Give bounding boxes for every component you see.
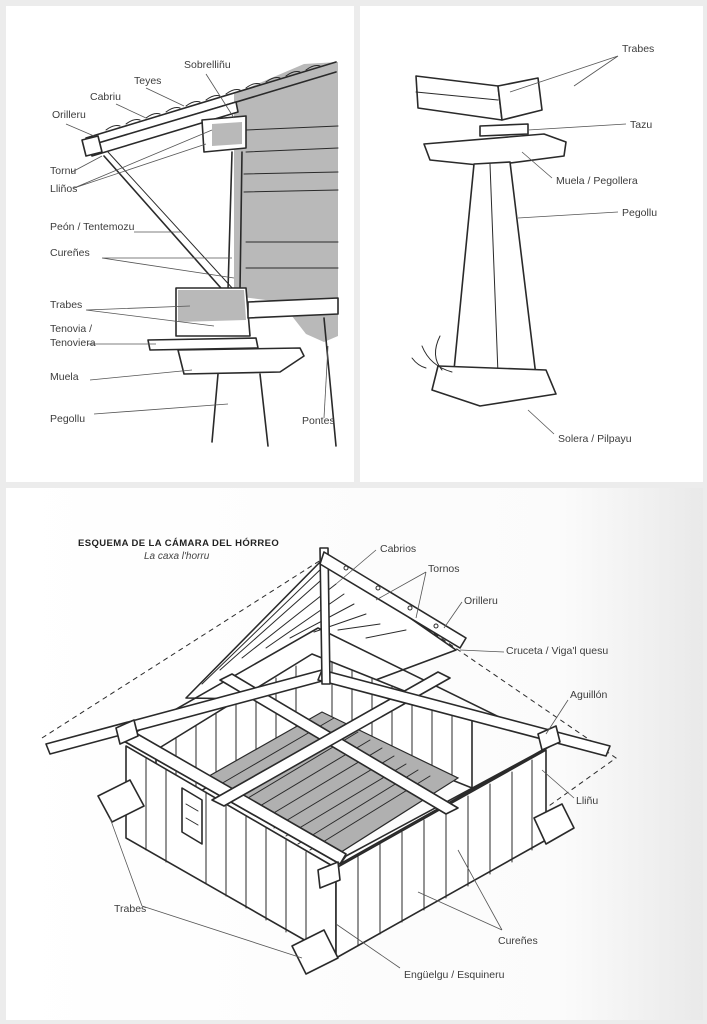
- label-llinos: Lliños: [50, 183, 77, 195]
- label-cruceta: Cruceta / Viga'l quesu: [506, 645, 608, 657]
- label-trabes: Trabes: [114, 903, 146, 915]
- curene-board: [227, 151, 243, 291]
- wall-shade: [234, 62, 338, 342]
- peon-strut: [103, 155, 229, 297]
- label-trabes: Trabes: [622, 43, 654, 55]
- cruceta-beam-1: [219, 673, 459, 815]
- panel-roof-section: Sobrelliñu Teyes Cabriu Orilleru Tornu L…: [6, 6, 354, 482]
- pegollu: [453, 161, 537, 377]
- trabe-foot-left: [97, 779, 145, 823]
- pillar-detail-drawing: Trabes Tazu Muela / Pegollera Pegollu So…: [411, 43, 657, 445]
- label-tornu: Tornu: [50, 165, 76, 177]
- diagram-subtitle: La caxa l'horru: [144, 551, 210, 562]
- label-cabriu: Cabriu: [90, 91, 121, 103]
- muela: [177, 347, 305, 375]
- label-cabrios: Cabrios: [380, 543, 416, 555]
- label-curenes: Cureñes: [50, 247, 90, 259]
- diagram-title: ESQUEMA DE LA CÁMARA DEL HÓRREO: [78, 538, 280, 549]
- label-enguelgu: Engüelgu / Esquineru: [404, 969, 505, 981]
- trabe-beam: [415, 75, 503, 121]
- label-aguillon: Aguillón: [570, 689, 608, 701]
- trabe-foot-front: [291, 929, 339, 975]
- leader-lines: [509, 55, 627, 435]
- door: [181, 787, 203, 845]
- trabe-foot-right: [533, 803, 575, 845]
- label-pegollu: Pegollu: [50, 413, 85, 425]
- label-tenovia-1: Tenovia /: [50, 323, 92, 335]
- label-trabes: Trabes: [50, 299, 82, 311]
- label-tornos: Tornos: [428, 563, 460, 575]
- label-sobrellinu: Sobrelliñu: [184, 59, 231, 71]
- label-solera: Solera / Pilpayu: [558, 433, 632, 445]
- muela-pegollera: [423, 133, 567, 167]
- aguillon-right: [317, 669, 611, 757]
- pegollu: [211, 373, 269, 447]
- solera: [431, 365, 557, 407]
- label-curenes: Cureñes: [498, 935, 538, 947]
- label-muela: Muela: [50, 371, 79, 383]
- label-tazu: Tazu: [630, 119, 652, 131]
- trabe-beam: [247, 297, 339, 319]
- label-muela-pegollera: Muela / Pegollera: [556, 175, 638, 187]
- label-teyes: Teyes: [134, 75, 161, 87]
- panel-pillar-detail: Trabes Tazu Muela / Pegollera Pegollu So…: [360, 6, 703, 482]
- label-peon: Peón / Tentemozu: [50, 221, 135, 233]
- leader-lines: [65, 73, 329, 419]
- roof-section-drawing: Sobrelliñu Teyes Cabriu Orilleru Tornu L…: [50, 59, 339, 447]
- cabrio-top: [319, 551, 467, 649]
- label-llinu: Lliñu: [576, 795, 598, 807]
- label-orilleru: Orilleru: [52, 109, 86, 121]
- leader-lines: [109, 549, 575, 969]
- cruceta-beam-2: [211, 671, 451, 807]
- chamber-drawing: Cabrios Tornos Orilleru Cruceta / Viga'l…: [41, 543, 617, 981]
- trabe-end: [497, 77, 543, 121]
- label-pontes: Pontes: [302, 415, 335, 427]
- orilleru-piece: [81, 135, 103, 157]
- panel-chamber-scheme: ESQUEMA DE LA CÁMARA DEL HÓRREO La caxa …: [6, 488, 703, 1020]
- tazu: [479, 123, 529, 137]
- pontes-post: [323, 317, 337, 447]
- label-pegollu: Pegollu: [622, 207, 657, 219]
- label-orilleru: Orilleru: [464, 595, 498, 607]
- label-tenovia-2: Tenoviera: [50, 337, 96, 349]
- cabrio-ridge: [319, 547, 331, 685]
